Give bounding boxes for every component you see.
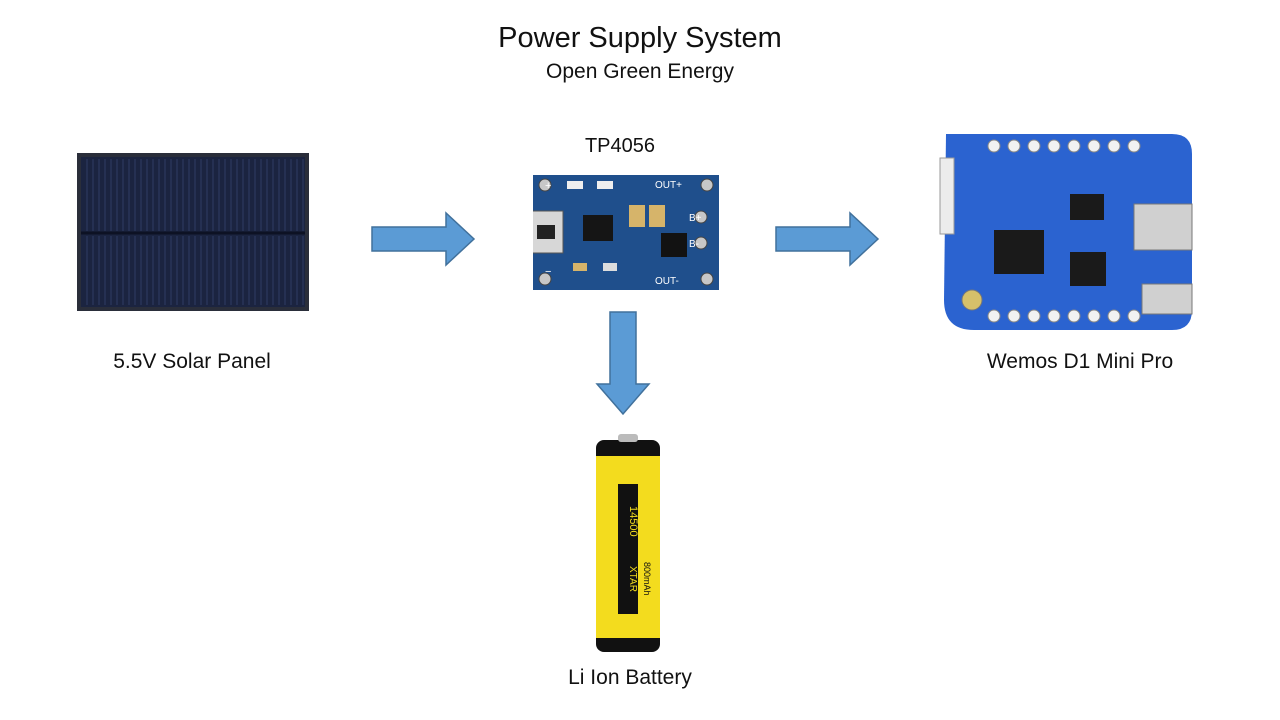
tp4056-module-image: + − OUT+ B+ B- OUT- [533,175,719,290]
svg-text:OUT+: OUT+ [655,180,682,191]
svg-text:−: − [545,266,551,278]
svg-text:14500: 14500 [627,506,639,537]
svg-text:XTAR: XTAR [627,566,638,592]
arrow-charger-to-battery [595,311,651,416]
charger-label: TP4056 [584,135,656,157]
diagram-subtitle: Open Green Energy [546,60,734,83]
li-ion-battery-image: 14500 XTAR 800mAh [596,434,660,652]
solar-panel-label: 5.5V Solar Panel [113,350,271,373]
wemos-d1-mini-pro-image [939,134,1193,330]
arrow-solar-to-charger [371,211,476,267]
board-label: Wemos D1 Mini Pro [986,350,1174,373]
svg-text:+: + [545,180,551,192]
diagram-title: Power Supply System [498,22,782,54]
svg-text:OUT-: OUT- [655,276,679,287]
solar-panel-image [77,153,309,311]
svg-text:800mAh: 800mAh [642,562,652,596]
svg-text:B+: B+ [689,213,702,224]
battery-label: Li Ion Battery [568,666,692,689]
arrow-charger-to-board [775,211,880,267]
svg-text:B-: B- [689,239,699,250]
